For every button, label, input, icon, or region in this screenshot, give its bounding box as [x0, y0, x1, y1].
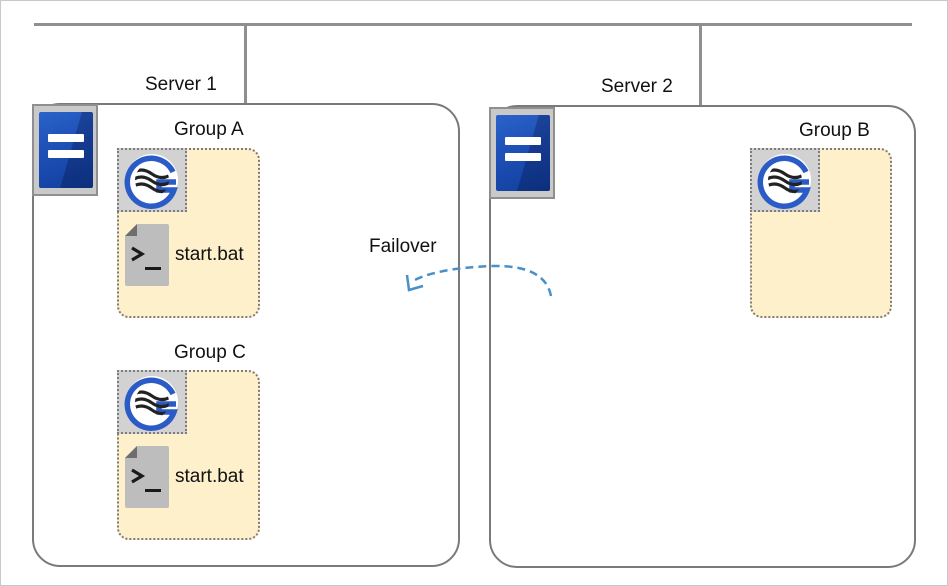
group-c-script-icon: [123, 444, 171, 510]
server-1-label: Server 1: [145, 74, 217, 95]
group-c-icon-box: [117, 370, 187, 434]
failover-arrow: [405, 264, 553, 297]
server-icon: [39, 112, 93, 188]
server-icon: [496, 115, 550, 191]
server-2-label: Server 2: [601, 76, 673, 97]
group-c-label: Group C: [174, 342, 246, 363]
group-a-script-icon: [123, 222, 171, 288]
server-1-icon-box: [32, 104, 98, 196]
terminal-script-icon: [125, 224, 169, 286]
terminal-script-icon: [125, 446, 169, 508]
network-bus-line: [34, 23, 912, 26]
failover-label: Failover: [369, 236, 437, 257]
group-b-label: Group B: [799, 120, 870, 141]
group-a-label: Group A: [174, 119, 244, 140]
group-c-script-label: start.bat: [175, 466, 244, 487]
server-2-icon-box: [489, 107, 555, 199]
group-b-icon-box: [750, 148, 820, 212]
group-a-script-label: start.bat: [175, 244, 244, 265]
cluster-group-icon: [757, 154, 811, 209]
server-1-network-link: [244, 25, 247, 104]
server-2-network-link: [699, 25, 702, 107]
cluster-group-icon: [124, 376, 178, 431]
cluster-group-icon: [124, 154, 178, 209]
group-a-icon-box: [117, 148, 187, 212]
